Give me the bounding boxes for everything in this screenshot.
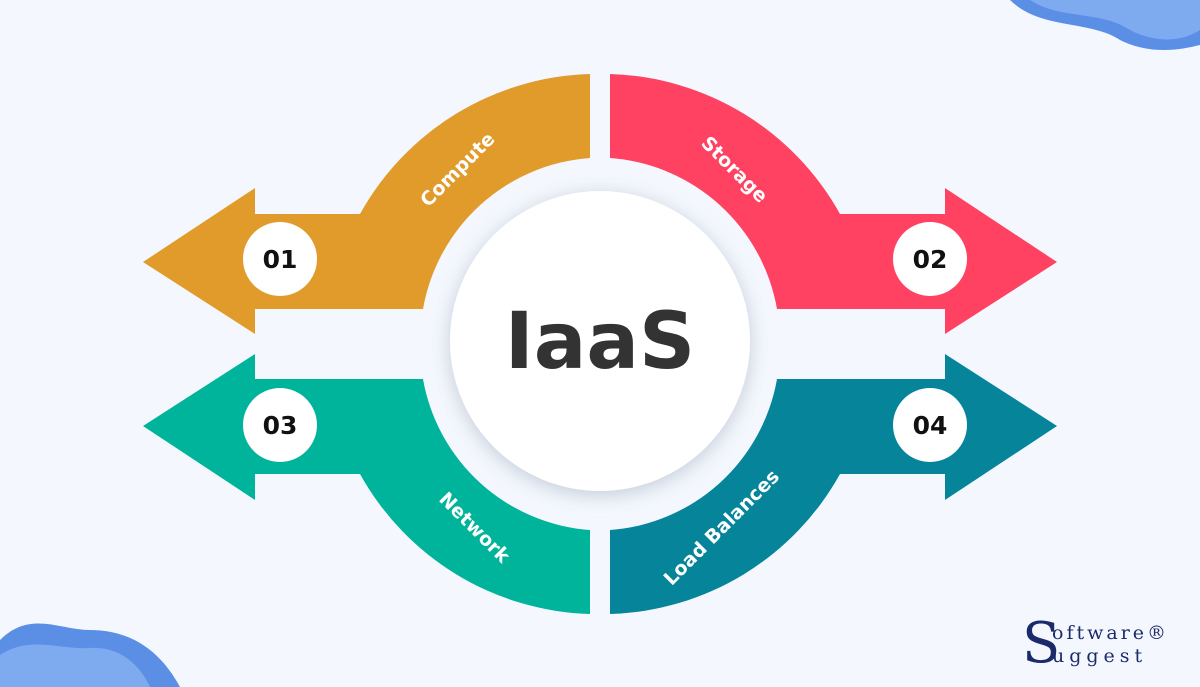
number-01: 01 (263, 245, 298, 274)
number-03: 03 (263, 411, 298, 440)
center-circle (450, 191, 750, 491)
logo-line-2: uggest (1052, 645, 1148, 667)
center-label: IaaS (505, 297, 695, 387)
number-02: 02 (913, 245, 948, 274)
number-badge-04 (893, 388, 967, 462)
number-badge-03 (243, 388, 317, 462)
logo-initial: S (1022, 611, 1061, 676)
logo-line-1: oftware® (1052, 622, 1170, 644)
number-04: 04 (913, 411, 948, 440)
number-badge-02 (893, 222, 967, 296)
number-badge-01 (243, 222, 317, 296)
corner-blob-top-right-light (1030, 0, 1200, 40)
corner-blob-bottom-left-light (0, 644, 150, 687)
